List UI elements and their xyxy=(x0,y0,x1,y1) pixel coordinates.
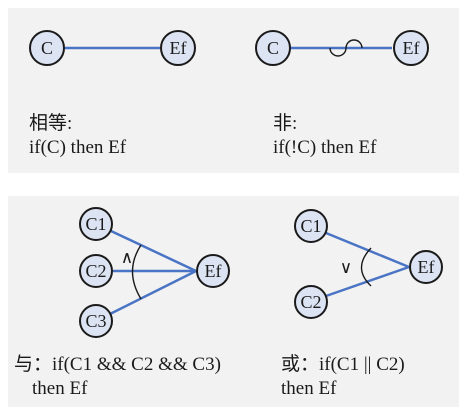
caption-rule: 与：if(C1 && C2 && C3) xyxy=(14,354,221,375)
or-operator: ∨ xyxy=(340,258,352,278)
caption-rule-continued: then Ef xyxy=(32,378,88,399)
top-panel xyxy=(8,8,459,173)
svg-text:C2: C2 xyxy=(300,292,321,312)
node-c1[interactable]: C1 xyxy=(79,207,113,241)
svg-text:C3: C3 xyxy=(85,311,106,331)
caption-rule: if(!C) then Ef xyxy=(273,137,377,158)
svg-text:C1: C1 xyxy=(85,214,106,234)
svg-text:Ef: Ef xyxy=(418,257,435,277)
caption-equal: 相等: if(C) then Ef xyxy=(29,112,126,160)
edge-and-c3 xyxy=(109,269,197,316)
node-c2[interactable]: C2 xyxy=(79,254,113,288)
node-cause[interactable]: C xyxy=(255,30,291,66)
svg-text:C: C xyxy=(41,38,53,58)
node-c3[interactable]: C3 xyxy=(79,304,113,338)
caption-and: 与：if(C1 && C2 && C3) then Ef xyxy=(14,353,221,401)
node-effect[interactable]: Ef xyxy=(160,30,196,66)
node-effect[interactable]: Ef xyxy=(409,250,443,284)
caption-rule: 或：if(C1 || C2) xyxy=(281,354,405,375)
svg-text:C1: C1 xyxy=(300,216,321,236)
diagram-or: ∨ C1 C2 Ef xyxy=(294,209,443,319)
caption-title: 非: xyxy=(273,113,298,134)
caption-rule: if(C) then Ef xyxy=(29,137,127,158)
svg-text:C: C xyxy=(267,38,279,58)
not-symbol xyxy=(329,39,363,57)
and-arc xyxy=(131,244,142,300)
node-effect[interactable]: Ef xyxy=(393,30,429,66)
caption-rule-continued: then Ef xyxy=(281,378,337,399)
diagram-and: ∧ C1 C2 C3 Ef xyxy=(79,207,230,338)
edge-or-c1 xyxy=(325,231,410,269)
node-c2[interactable]: C2 xyxy=(294,285,328,319)
caption-not: 非: if(!C) then Ef xyxy=(273,112,376,160)
caption-title: 相等: xyxy=(29,113,73,134)
svg-text:Ef: Ef xyxy=(403,38,420,58)
and-operator: ∧ xyxy=(121,248,133,268)
svg-text:Ef: Ef xyxy=(170,38,187,58)
edge-and-c1 xyxy=(110,229,197,273)
node-cause[interactable]: C xyxy=(29,30,65,66)
or-arc xyxy=(360,247,372,287)
node-effect[interactable]: Ef xyxy=(196,254,230,288)
svg-text:Ef: Ef xyxy=(205,261,222,281)
diagram-not: C Ef xyxy=(255,30,429,66)
diagram-equal: C Ef xyxy=(29,30,196,66)
caption-or: 或：if(C1 || C2) then Ef xyxy=(281,353,405,401)
svg-text:C2: C2 xyxy=(85,261,106,281)
node-c1[interactable]: C1 xyxy=(294,209,328,243)
